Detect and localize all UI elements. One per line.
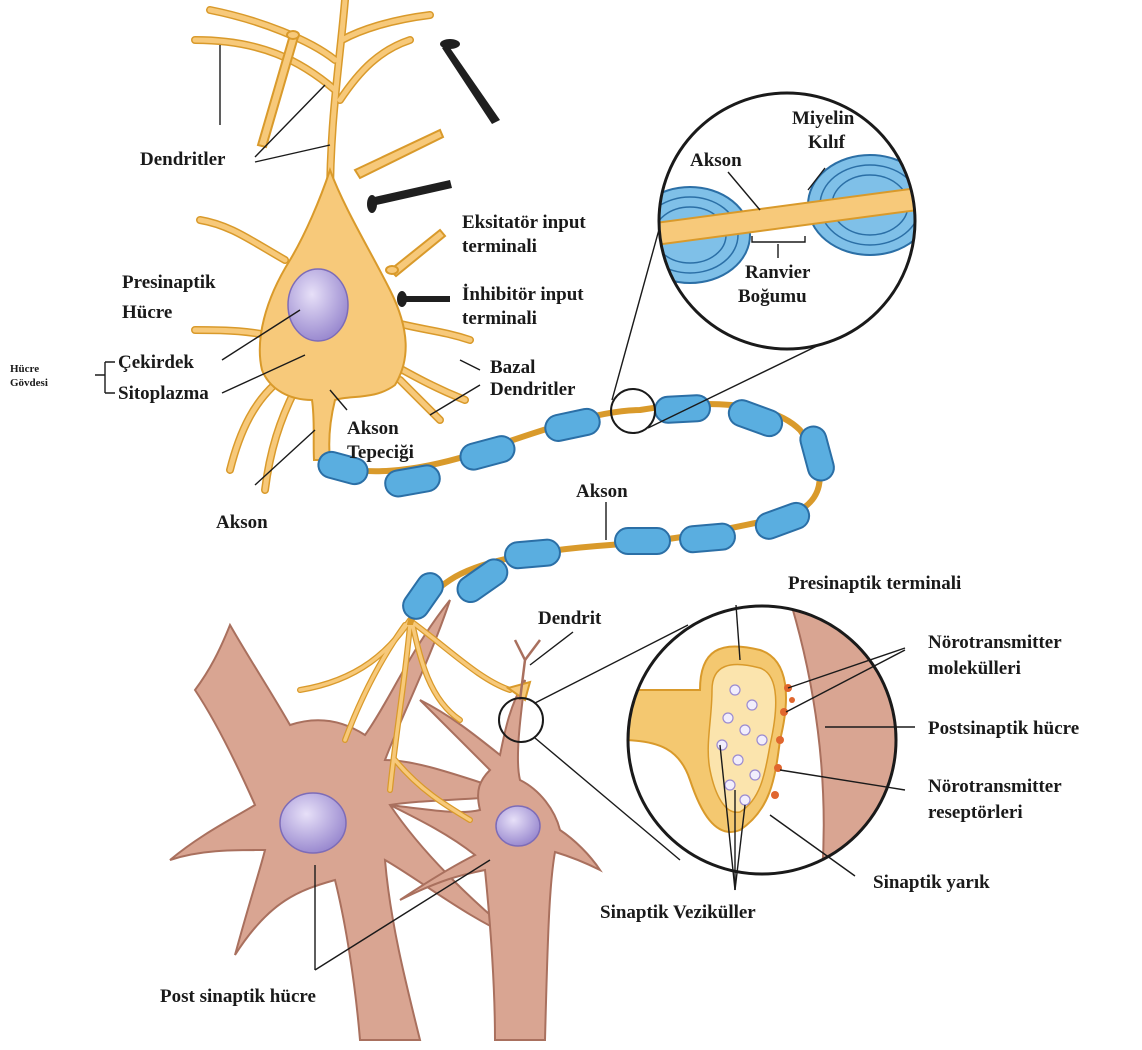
label-sitoplazma: Sitoplazma — [118, 383, 209, 404]
label-akson-tepecigi-1: Akson — [347, 418, 399, 439]
label-inhibitor-1: İnhibitör input — [462, 284, 584, 305]
label-sinaptik-vezikuller: Sinaptik Veziküller — [600, 902, 756, 923]
label-eksitator-1: Eksitatör input — [462, 212, 586, 233]
label-akson-left: Akson — [216, 512, 268, 533]
presynaptic-nucleus — [288, 269, 348, 341]
postsynaptic-nucleus-small — [496, 806, 540, 846]
synapse-inset — [499, 600, 900, 900]
label-nt-reseptor-2: reseptörleri — [928, 802, 1023, 823]
label-nt-molekul-1: Nörotransmitter — [928, 632, 1062, 653]
label-dendritler: Dendritler — [140, 149, 226, 170]
label-hucre-govdesi-2: Gövdesi — [10, 377, 48, 389]
label-dendrit: Dendrit — [538, 608, 602, 629]
label-akson-mid: Akson — [576, 481, 628, 502]
label-miyelin-1: Miyelin — [792, 108, 855, 129]
label-bazal-2: Dendritler — [490, 379, 576, 400]
label-miyelin-2: Kılıf — [808, 132, 846, 153]
postsynaptic-cells — [170, 600, 600, 1040]
label-bazal-1: Bazal — [490, 357, 535, 378]
label-ranvier-2: Boğumu — [738, 286, 807, 307]
label-postsinaptik-hucre: Postsinaptik hücre — [928, 718, 1079, 739]
label-post-sinaptik-hucre: Post sinaptik hücre — [160, 986, 316, 1007]
label-hucre-govdesi-1: Hücre — [10, 363, 39, 375]
label-nt-molekul-2: molekülleri — [928, 658, 1021, 679]
label-nt-reseptor-1: Nörotransmitter — [928, 776, 1062, 797]
label-eksitator-2: terminali — [462, 236, 537, 257]
label-presinaptik-terminali: Presinaptik terminali — [788, 573, 961, 594]
label-ranvier-1: Ranvier — [745, 262, 811, 283]
label-presinaptik-2: Hücre — [122, 302, 172, 323]
postsynaptic-nucleus-large — [280, 793, 346, 853]
label-sinaptik-yarik: Sinaptik yarık — [873, 872, 990, 893]
label-inset-akson: Akson — [690, 150, 742, 171]
label-presinaptik-1: Presinaptik — [122, 272, 216, 293]
label-akson-tepecigi-2: Tepeciği — [347, 442, 414, 463]
label-inhibitor-2: terminali — [462, 308, 537, 329]
label-cekirdek: Çekirdek — [118, 352, 194, 373]
